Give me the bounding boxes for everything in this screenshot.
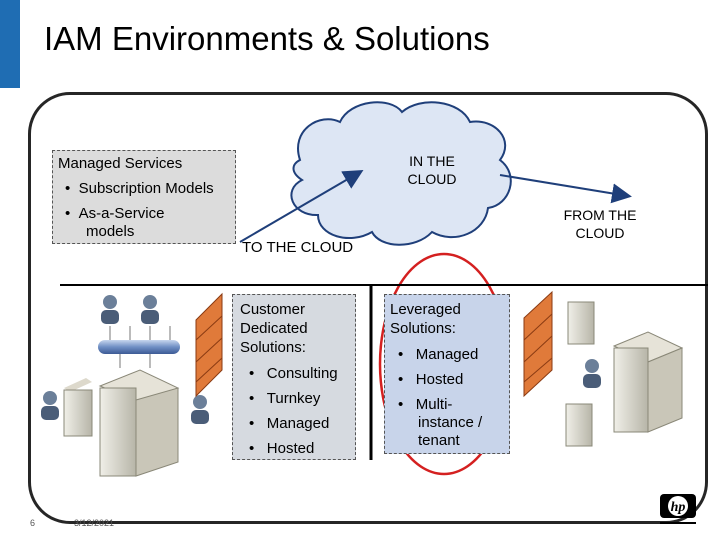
bullet-item: • Multi- <box>398 396 453 413</box>
network-bus-icon <box>98 340 180 354</box>
firewall-icon-right <box>523 290 553 398</box>
bullet-item: • Hosted <box>398 371 464 388</box>
bullet-item-continuation: models <box>86 223 135 240</box>
svg-text:hp: hp <box>671 500 686 515</box>
bullet-item: • Managed <box>249 415 330 432</box>
arrow-from-cloud <box>499 174 632 204</box>
server-icon-group-left <box>63 369 180 477</box>
bullet-item-continuation: instance / <box>418 414 483 431</box>
managed-services-heading: Managed Services <box>58 155 183 172</box>
leveraged-heading-line: Solutions: <box>390 320 456 337</box>
customer-heading-line: Customer <box>240 301 306 318</box>
user-icon-group-right <box>583 359 601 388</box>
firewall-icon-left <box>195 292 223 398</box>
bullet-item: • Hosted <box>249 440 315 457</box>
leveraged-heading-line: Leveraged <box>390 301 461 318</box>
leveraged-solutions-box: Leveraged Solutions: • Managed • Hosted … <box>384 294 510 454</box>
customer-dedicated-box: Customer Dedicated Solutions: • Consulti… <box>232 294 356 460</box>
horizontal-divider <box>60 284 708 286</box>
environment-frame <box>28 92 708 524</box>
page-number: 6 <box>30 518 36 528</box>
arrow-to-cloud <box>239 169 364 243</box>
bullet-item: • Subscription Models <box>65 180 214 197</box>
customer-heading-line: Dedicated <box>240 320 308 337</box>
bullet-item: • Consulting <box>249 365 338 382</box>
managed-services-box: Managed Services • Subscription Models •… <box>52 150 236 244</box>
customer-heading-line: Solutions: <box>240 339 306 356</box>
server-icon-group-right <box>565 301 684 447</box>
bullet-item: • Turnkey <box>249 390 321 407</box>
bullet-item-continuation: tenant <box>418 432 460 449</box>
cloud-shape <box>290 101 512 246</box>
user-icon-group-left <box>41 295 209 424</box>
footer-date: 3/12/2021 <box>74 518 115 528</box>
accent-bar <box>0 0 20 88</box>
hp-logo-icon: hp <box>660 494 696 524</box>
to-the-cloud-label: TO THE CLOUD <box>242 239 354 256</box>
page-title: IAM Environments & Solutions <box>44 20 490 57</box>
bullet-item: • As-a-Service <box>65 205 165 222</box>
bullet-item: • Managed <box>398 346 479 363</box>
